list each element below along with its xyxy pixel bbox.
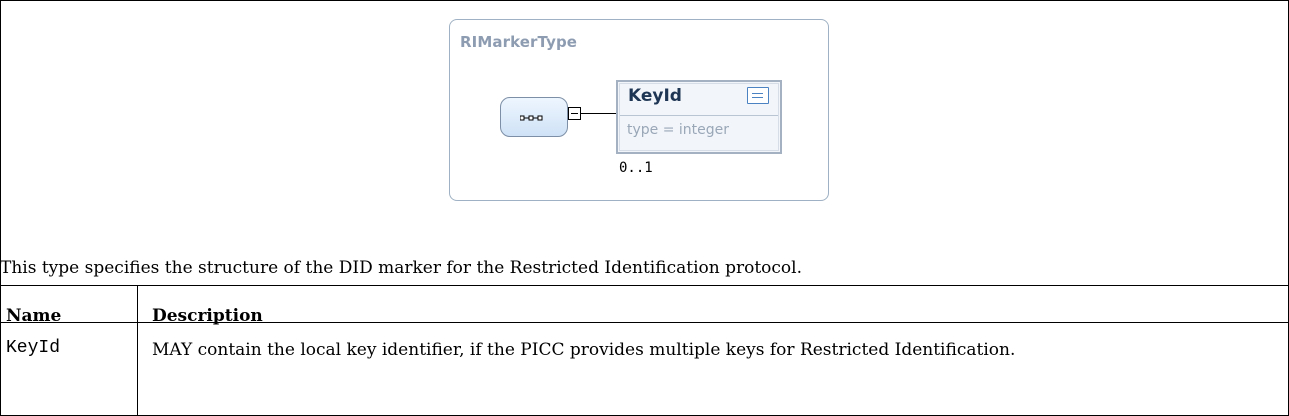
element-inner-border bbox=[619, 83, 779, 151]
complex-type-title: RIMarkerType bbox=[460, 33, 578, 51]
connector-line bbox=[581, 113, 618, 115]
occurrence-label: 0..1 bbox=[619, 160, 653, 176]
documentation-icon bbox=[747, 87, 769, 104]
element-type: type = integer bbox=[627, 122, 730, 138]
divider-header-row bbox=[0, 322, 1289, 323]
column-header-name: Name bbox=[6, 306, 62, 326]
type-description: This type specifies the structure of the… bbox=[0, 258, 802, 278]
sequence-icon[interactable] bbox=[500, 97, 568, 137]
collapse-minus-bar bbox=[571, 112, 578, 114]
divider-description-header bbox=[0, 285, 1289, 286]
column-header-description: Description bbox=[152, 306, 263, 326]
element-separator bbox=[620, 115, 778, 116]
table-cell-description: MAY contain the local key identifier, if… bbox=[152, 340, 1016, 360]
element-name: KeyId bbox=[628, 86, 682, 106]
column-divider bbox=[137, 285, 138, 416]
sequence-dots-icon bbox=[520, 115, 543, 121]
table-cell-name: KeyId bbox=[6, 338, 61, 358]
